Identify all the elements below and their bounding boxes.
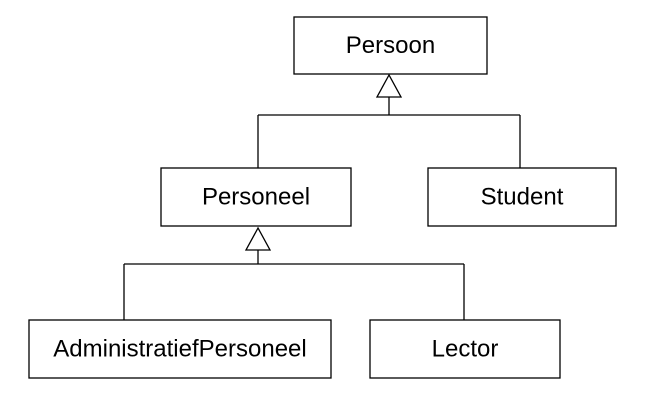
class-label: Student xyxy=(481,184,564,211)
class-box[interactable] xyxy=(160,167,352,227)
class-box[interactable] xyxy=(28,319,332,379)
inheritance-arrowhead xyxy=(375,73,403,98)
class-label: AdministratiefPersoneel xyxy=(53,336,306,363)
class-student[interactable]: Student xyxy=(427,167,617,227)
class-administratief-personeel[interactable]: AdministratiefPersoneel xyxy=(28,319,332,379)
class-label: Persoon xyxy=(346,32,435,59)
class-box[interactable] xyxy=(369,319,561,379)
inheritance-arrowhead xyxy=(244,226,272,251)
generalization-personeel xyxy=(123,226,465,320)
class-persoon[interactable]: Persoon xyxy=(293,16,488,75)
class-lector[interactable]: Lector xyxy=(369,319,561,379)
class-label: Personeel xyxy=(202,184,310,211)
class-box[interactable] xyxy=(427,167,617,227)
class-box[interactable] xyxy=(293,16,488,75)
generalization-persoon xyxy=(257,73,521,168)
class-personeel[interactable]: Personeel xyxy=(160,167,352,227)
class-label: Lector xyxy=(432,336,499,363)
